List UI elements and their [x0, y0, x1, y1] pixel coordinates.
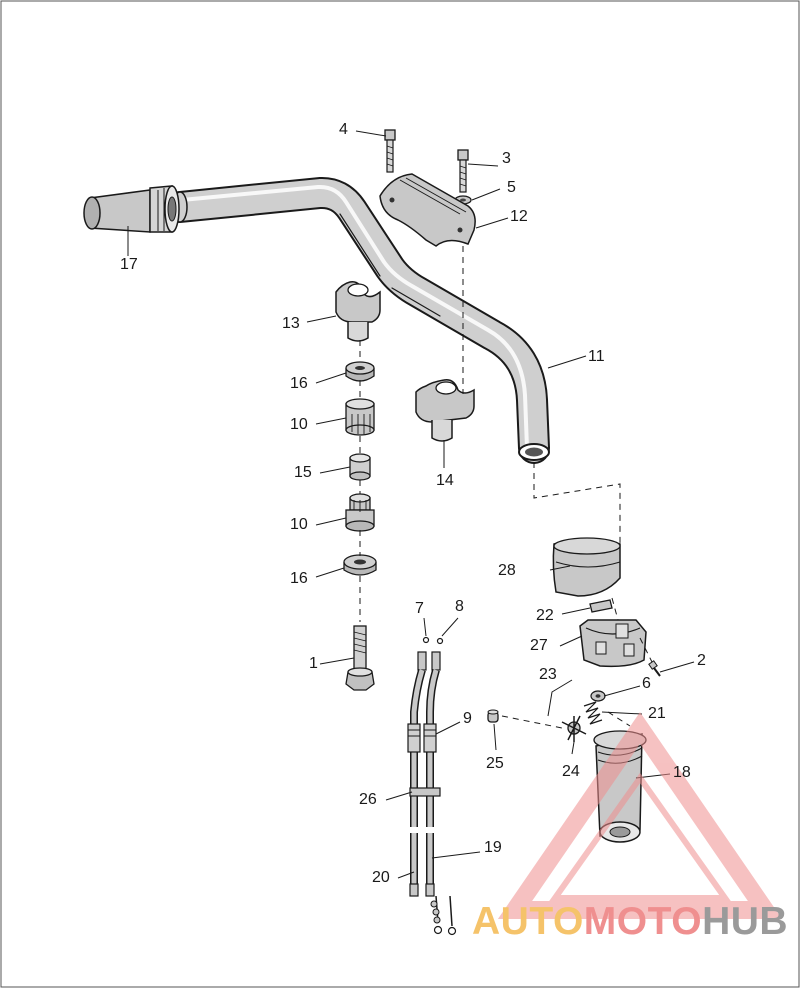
label-part-14: 14: [436, 472, 454, 489]
label-part-15: 15: [294, 464, 312, 481]
label-part-17: 17: [120, 256, 138, 273]
label-part-1: 1: [309, 655, 318, 672]
riser-13: [335, 281, 381, 342]
bushing-10-lower: [345, 493, 375, 532]
screw-4: [384, 129, 396, 173]
washer-16-upper: [345, 361, 375, 382]
washer-6: [590, 690, 606, 702]
left-grip: [83, 185, 180, 233]
adjuster-24: [561, 715, 587, 742]
housing-upper-28: [552, 537, 621, 597]
label-part-11: 11: [588, 348, 605, 365]
housing-lower-27: [579, 619, 647, 668]
spring-21: [583, 701, 603, 725]
label-part-5: 5: [507, 179, 516, 196]
label-part-7: 7: [415, 600, 424, 617]
upper-clamp: [379, 173, 476, 247]
label-part-16-lower: 16: [290, 570, 308, 587]
label-part-27: 27: [530, 637, 548, 654]
leader-lines: [127, 130, 695, 879]
label-part-10-upper: 10: [290, 416, 308, 433]
label-part-25: 25: [486, 755, 504, 772]
washer-16-lower: [343, 554, 377, 576]
screw-2: [648, 660, 661, 677]
label-part-12: 12: [510, 208, 528, 225]
label-part-19: 19: [484, 839, 502, 856]
label-part-3: 3: [502, 150, 511, 167]
watermark-logo: [497, 712, 783, 919]
bushing-10-upper: [345, 398, 375, 436]
handlebar: [164, 176, 550, 464]
label-part-20: 20: [372, 869, 390, 886]
throttle-cables: [406, 636, 457, 936]
watermark-part-hub: HUB: [702, 900, 789, 943]
watermark-text: AUTOMOTOHUB: [472, 902, 788, 942]
plug-25: [487, 709, 499, 723]
label-part-4: 4: [339, 121, 348, 138]
label-part-6: 6: [642, 675, 651, 692]
label-part-23: 23: [539, 666, 557, 683]
label-part-24: 24: [562, 763, 580, 780]
riser-14: [415, 378, 475, 442]
label-part-21: 21: [648, 705, 666, 722]
cable-guide-22: [589, 599, 613, 613]
label-part-18: 18: [673, 764, 691, 781]
bolt-1: [345, 625, 375, 691]
label-part-10-lower: 10: [290, 516, 308, 533]
watermark-part-auto: AUTO: [472, 900, 584, 943]
label-part-9: 9: [463, 710, 472, 727]
label-part-22: 22: [536, 607, 554, 624]
label-part-16-upper: 16: [290, 375, 308, 392]
label-part-26: 26: [359, 791, 377, 808]
assembly-lines: [359, 246, 653, 729]
watermark-part-moto: MOTO: [583, 900, 703, 943]
label-part-2: 2: [697, 652, 706, 669]
label-part-13: 13: [282, 315, 300, 332]
screw-3: [457, 149, 469, 193]
label-part-28: 28: [498, 562, 516, 579]
label-part-8: 8: [455, 598, 464, 615]
spacer-15: [349, 453, 371, 481]
